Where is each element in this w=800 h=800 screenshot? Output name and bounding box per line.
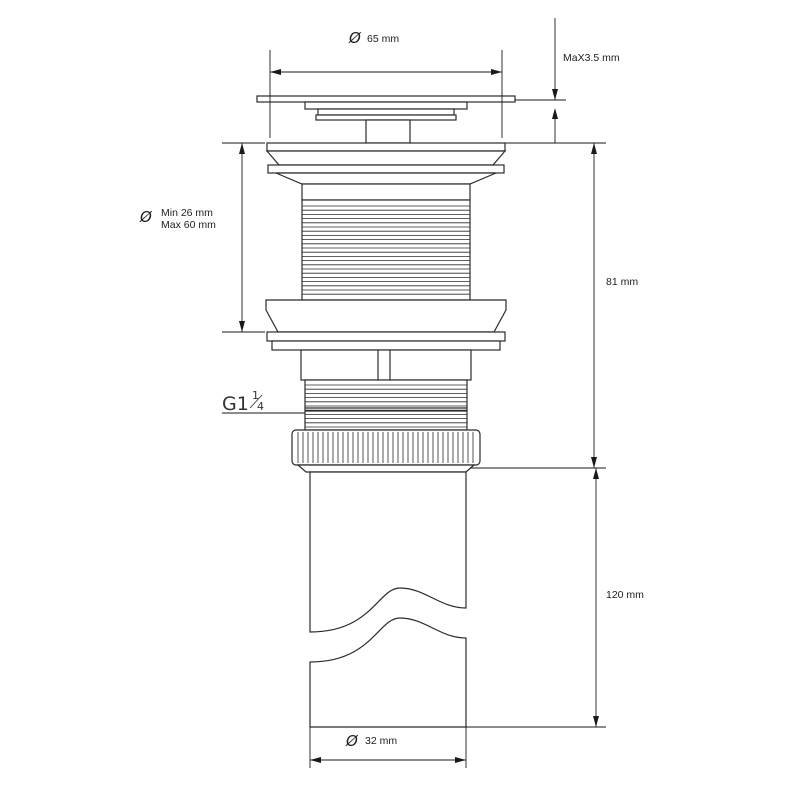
- tail-diameter-label: 32 mm: [365, 735, 397, 747]
- body-length-label: 81 mm: [606, 276, 638, 288]
- thread-label: G1: [222, 393, 249, 415]
- dim-cap-diameter: Ø 65 mm: [269, 29, 503, 138]
- dim-tail-length: 120 mm: [466, 468, 644, 728]
- lift-label: MaX3.5 mm: [563, 52, 620, 64]
- diameter-symbol: Ø: [348, 29, 362, 47]
- knurled-nut: [291, 429, 481, 473]
- diameter-symbol-3: Ø: [345, 732, 359, 750]
- diameter-symbol-2: Ø: [139, 208, 153, 226]
- cap: [256, 95, 516, 144]
- dim-lift: MaX3.5 mm: [506, 18, 620, 144]
- tailpiece: [309, 471, 467, 728]
- basin-min-label: Min 26 mm: [161, 207, 213, 219]
- body-thread: [301, 199, 471, 301]
- tail-length-label: 120 mm: [606, 589, 644, 601]
- thread-callout: G1 1 4: [222, 389, 305, 415]
- dim-basin-thickness: Ø Min 26 mm Max 60 mm: [139, 142, 265, 333]
- dim-tail-diameter: Ø 32 mm: [309, 727, 467, 768]
- flange: [265, 142, 507, 201]
- backnut: [265, 299, 507, 381]
- cap-diameter-label: 65 mm: [367, 33, 399, 45]
- thread-fraction-den: 4: [257, 400, 264, 413]
- thread-fraction-num: 1: [252, 389, 259, 402]
- lower-thread: [304, 379, 468, 431]
- basin-max-label: Max 60 mm: [161, 219, 216, 231]
- dim-body-length: 81 mm: [470, 142, 638, 469]
